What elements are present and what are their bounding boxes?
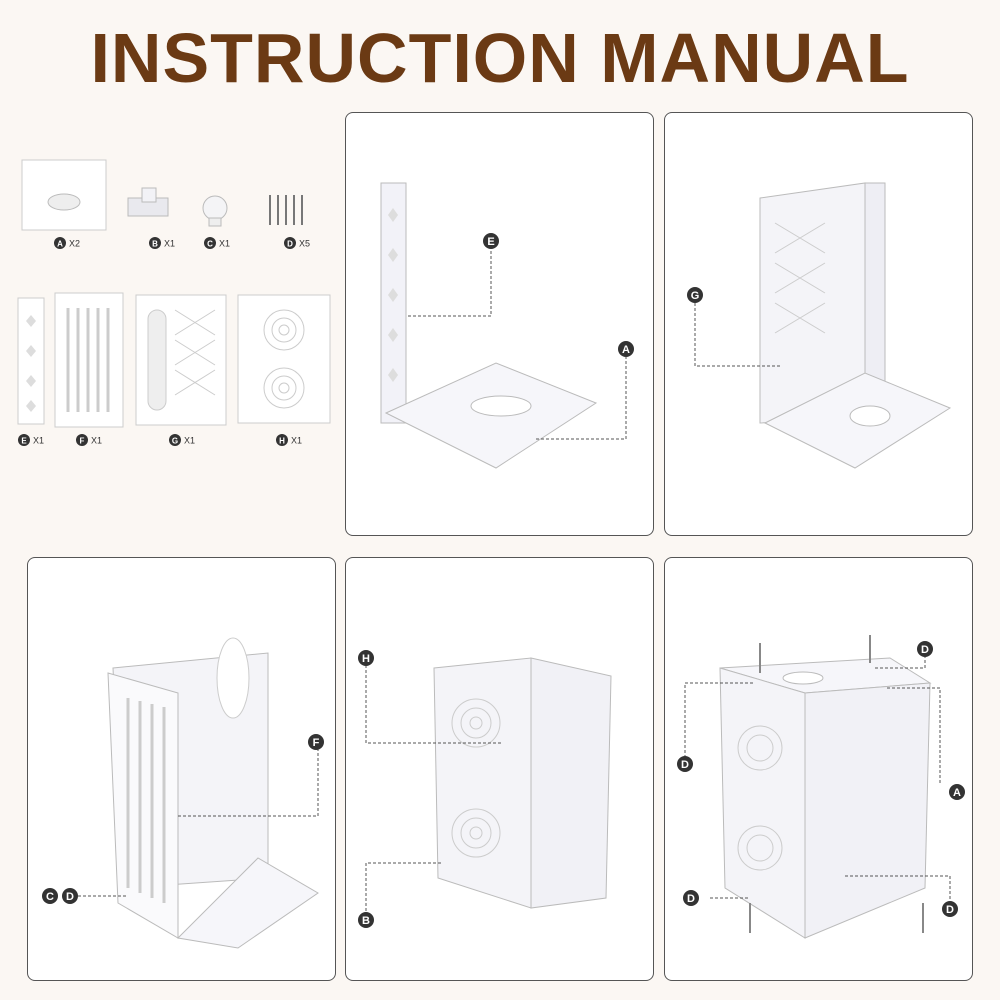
part-c-image <box>202 195 228 227</box>
svg-text:B: B <box>362 915 370 927</box>
part-label-c: C X1 <box>204 237 230 249</box>
callout-h: H <box>358 650 374 666</box>
callout-a: A <box>949 784 965 800</box>
svg-text:X5: X5 <box>299 239 310 249</box>
svg-text:D: D <box>681 759 689 771</box>
svg-text:A: A <box>57 240 63 249</box>
svg-text:D: D <box>66 891 74 903</box>
svg-text:D: D <box>687 893 695 905</box>
part-label-h: H X1 <box>276 434 302 446</box>
svg-text:A: A <box>953 787 961 799</box>
svg-text:X2: X2 <box>69 239 80 249</box>
part-label-a: A X2 <box>54 237 80 249</box>
callout-d-bottom-left: D <box>683 890 699 906</box>
callout-d-left: D <box>677 756 693 772</box>
svg-text:E: E <box>21 437 27 446</box>
svg-text:C: C <box>46 891 54 903</box>
part-label-b: B X1 <box>149 237 175 249</box>
svg-text:F: F <box>313 737 320 749</box>
part-h-image <box>237 294 331 424</box>
callout-c: C <box>42 888 58 904</box>
part-label-d: D X5 <box>284 237 310 249</box>
step-panel-1: E A <box>345 112 654 536</box>
svg-text:F: F <box>80 437 85 446</box>
page-title: INSTRUCTION MANUAL <box>90 19 910 97</box>
svg-text:D: D <box>921 644 929 656</box>
part-d-image <box>269 195 303 225</box>
svg-text:C: C <box>207 240 213 249</box>
part-label-e: E X1 <box>18 434 44 446</box>
svg-text:X1: X1 <box>33 436 44 446</box>
part-a-image <box>21 159 107 231</box>
step-panel-4: H B <box>345 557 654 981</box>
callout-b: B <box>358 912 374 928</box>
callout-e: E <box>483 233 499 249</box>
callout-d-top: D <box>917 641 933 657</box>
part-f-image <box>54 292 124 428</box>
part-g-image <box>135 294 227 426</box>
svg-text:X1: X1 <box>184 436 195 446</box>
svg-text:X1: X1 <box>219 239 230 249</box>
part-b-image <box>127 187 169 217</box>
part-label-g: G X1 <box>169 434 195 446</box>
svg-text:D: D <box>287 240 293 249</box>
svg-text:H: H <box>279 437 285 446</box>
svg-text:A: A <box>622 344 630 356</box>
svg-text:G: G <box>172 437 178 446</box>
svg-text:X1: X1 <box>164 239 175 249</box>
svg-text:X1: X1 <box>91 436 102 446</box>
step-panel-2: G <box>664 112 973 536</box>
callout-g: G <box>687 287 703 303</box>
callout-f: F <box>308 734 324 750</box>
step-panel-3: F C D <box>27 557 336 981</box>
callout-a: A <box>618 341 634 357</box>
svg-text:H: H <box>362 653 370 665</box>
svg-text:D: D <box>946 904 954 916</box>
part-label-f: F X1 <box>76 434 102 446</box>
svg-text:X1: X1 <box>291 436 302 446</box>
svg-text:G: G <box>691 290 700 302</box>
svg-text:B: B <box>152 240 158 249</box>
part-e-image <box>17 297 45 425</box>
step-panel-5: D D A D D <box>664 557 973 981</box>
svg-text:E: E <box>487 236 494 248</box>
callout-d-bottom-right: D <box>942 901 958 917</box>
callout-d: D <box>62 888 78 904</box>
